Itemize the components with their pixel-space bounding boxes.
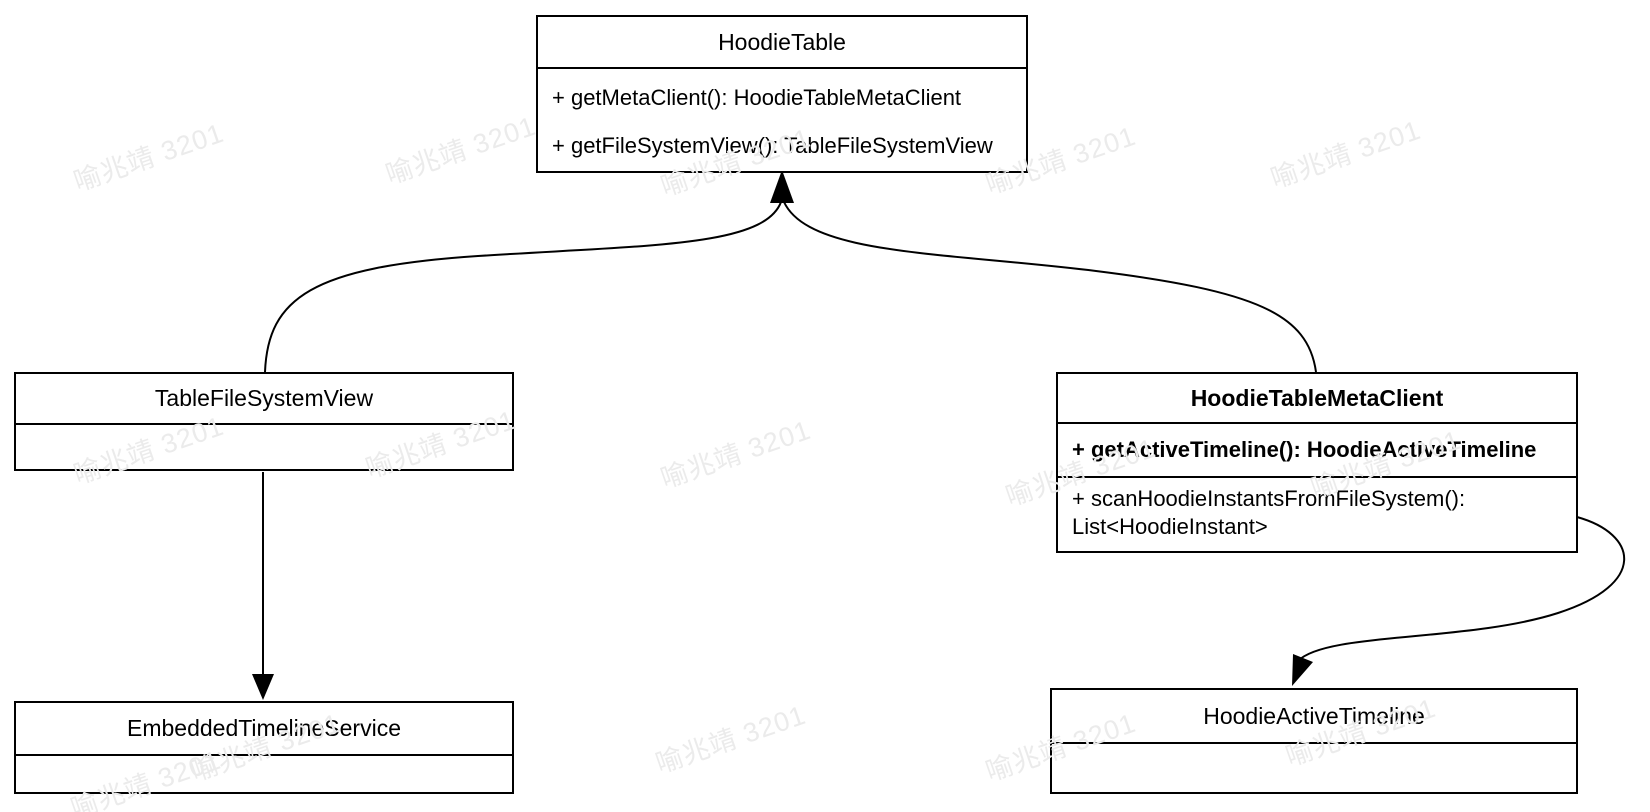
class-hoodieactivetimeline[interactable]: HoodieActiveTimeline	[1050, 688, 1578, 794]
class-tablefilesystemview-title: TableFileSystemView	[16, 374, 512, 425]
method-getactivetimeline: + getActiveTimeline(): HoodieActiveTimel…	[1058, 424, 1576, 478]
class-tablefilesystemview[interactable]: TableFileSystemView	[14, 372, 514, 471]
class-hoodieactivetimeline-empty-compartment	[1052, 744, 1576, 792]
method-scanhoodieinstants-line2: List<HoodieInstant>	[1072, 514, 1268, 539]
edge-hoodietablemetaclient-to-hoodietable[interactable]	[783, 201, 1317, 373]
class-tablefilesystemview-empty-compartment	[16, 425, 512, 469]
edge-tablefilesystemview-to-hoodietable[interactable]	[264, 201, 782, 373]
class-embeddedtimelineservice-title: EmbeddedTimelineService	[16, 703, 512, 756]
class-hoodietablemetaclient[interactable]: HoodieTableMetaClient + getActiveTimelin…	[1056, 372, 1578, 553]
class-embeddedtimelineservice-empty-compartment	[16, 756, 512, 792]
method-scanhoodieinstants: + scanHoodieInstantsFromFileSystem(): Li…	[1058, 478, 1576, 551]
method-scanhoodieinstants-line1: + scanHoodieInstantsFromFileSystem():	[1072, 486, 1466, 511]
arrowhead-to-hoodietable-icon	[770, 170, 794, 203]
edge-hoodietablemetaclient-to-hoodieactivetimeline[interactable]	[1297, 516, 1626, 662]
method-getfilesystemview: + getFileSystemView(): TableFileSystemVi…	[552, 133, 993, 158]
class-hoodietablemetaclient-title: HoodieTableMetaClient	[1058, 374, 1576, 424]
class-hoodietable-title: HoodieTable	[538, 17, 1026, 69]
arrowhead-to-embeddedtimelineservice-icon	[252, 674, 274, 700]
class-embeddedtimelineservice[interactable]: EmbeddedTimelineService	[14, 701, 514, 794]
class-hoodieactivetimeline-title: HoodieActiveTimeline	[1052, 690, 1576, 744]
arrowhead-to-hoodieactivetimeline-icon	[1292, 654, 1313, 686]
class-hoodietable[interactable]: HoodieTable + getMetaClient(): HoodieTab…	[536, 15, 1028, 173]
method-getmetaclient: + getMetaClient(): HoodieTableMetaClient	[552, 85, 962, 110]
class-hoodietable-methods: + getMetaClient(): HoodieTableMetaClient…	[538, 69, 1026, 171]
